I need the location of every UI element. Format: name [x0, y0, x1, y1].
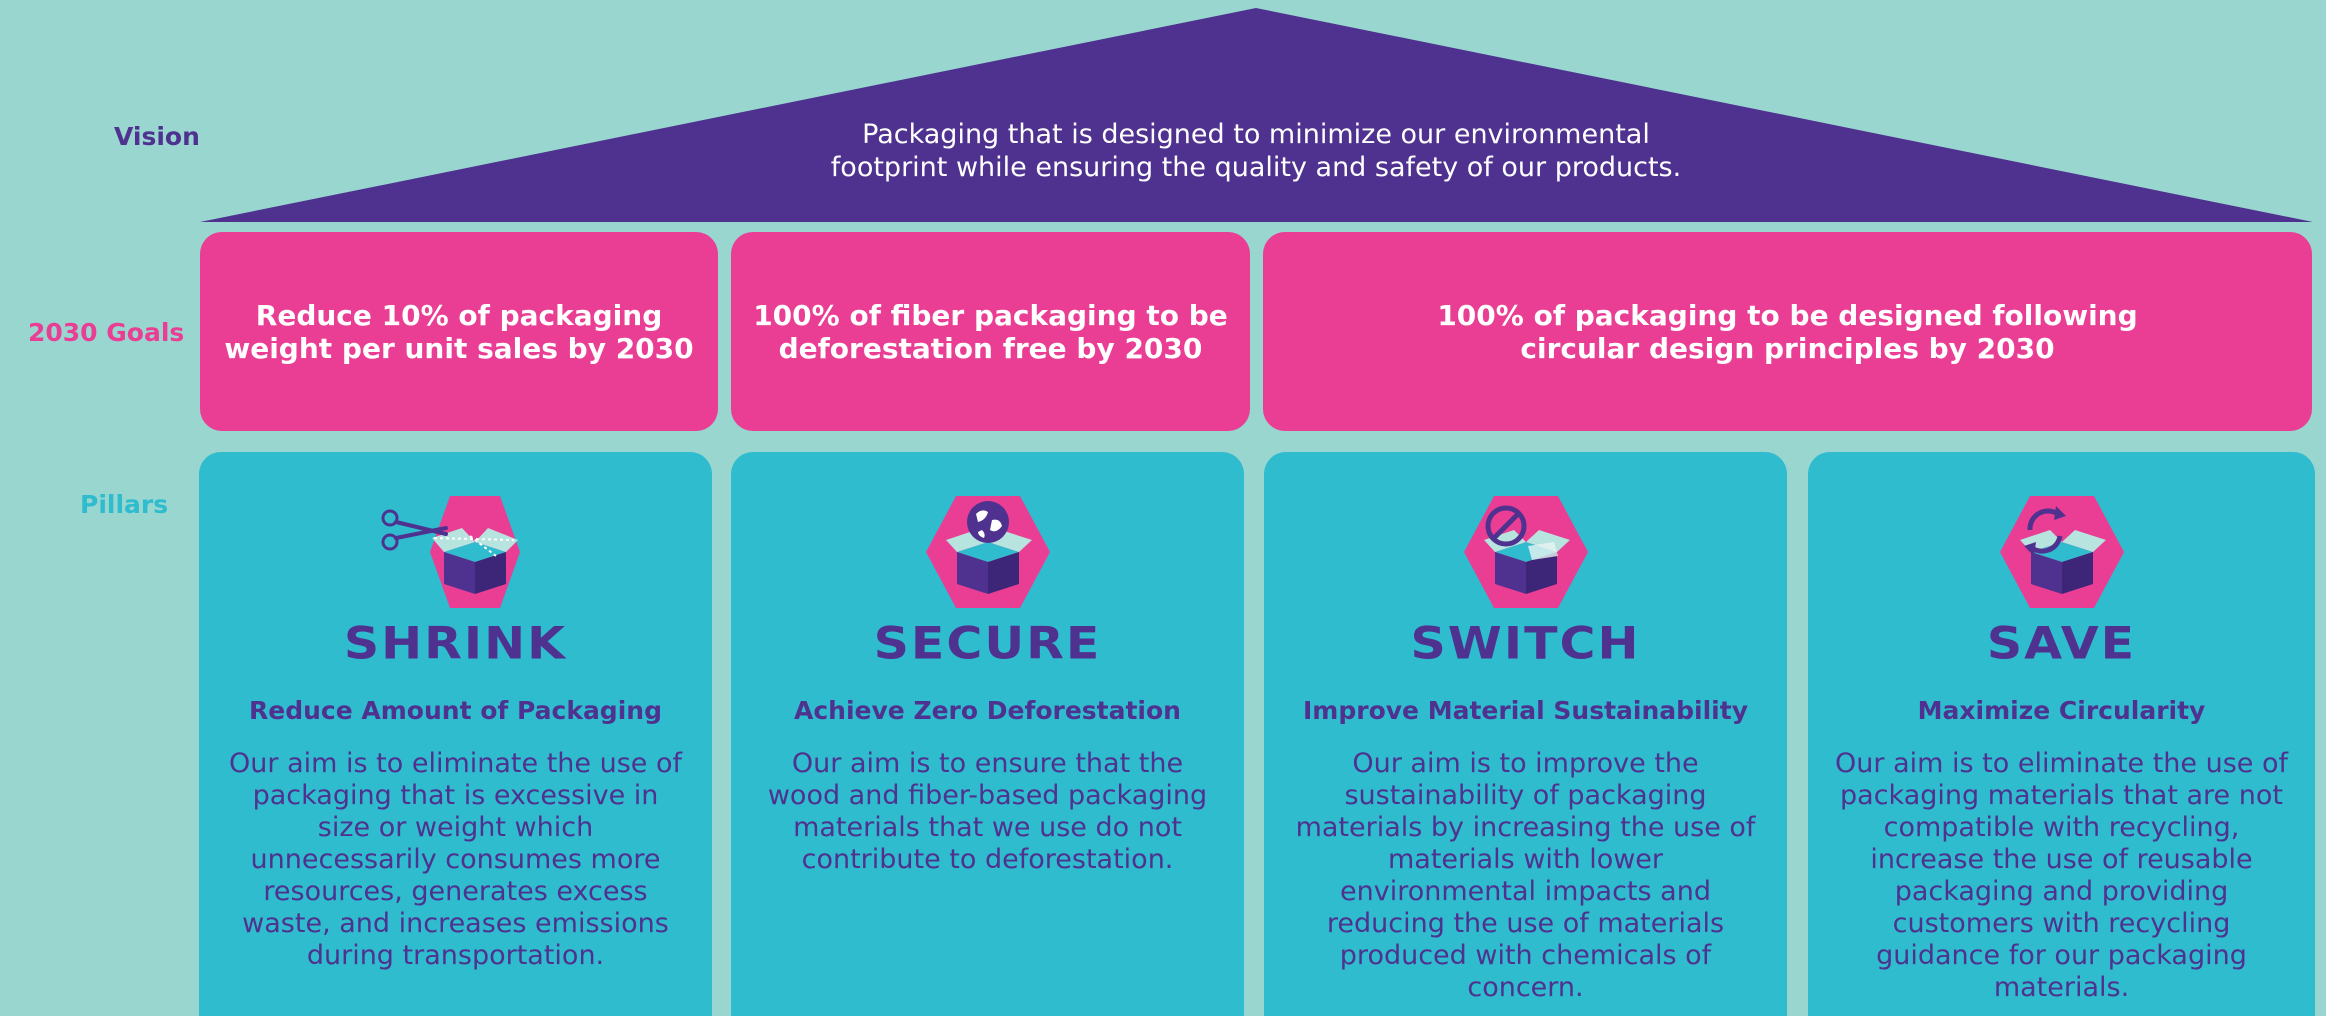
pillar-title: SWITCH: [1410, 617, 1641, 670]
pillar-description: Our aim is to ensure that the wood and f…: [753, 748, 1222, 876]
pillar-description-line: during transportation.: [306, 940, 605, 971]
pillar-description-line: materials with lower: [1387, 844, 1664, 875]
goal-line: 100% of fiber packaging to be: [753, 298, 1228, 332]
pillar-description-line: materials that we use do not: [793, 812, 1182, 843]
pillar-subtitle: Reduce Amount of Packaging: [249, 696, 662, 725]
goals-row-label: 2030 Goals: [28, 318, 185, 347]
pillar-description-line: environmental impacts and: [1340, 876, 1711, 907]
pillar-description-line: Our aim is to improve the: [1352, 748, 1699, 779]
pillar-description-line: sustainability of packaging: [1344, 780, 1707, 811]
pillar-description-line: concern.: [1467, 972, 1584, 1003]
pillar-description-line: size or weight which: [317, 812, 594, 843]
pillar-description-line: materials by increasing the use of: [1295, 812, 1756, 843]
pillar-description: Our aim is to eliminate the use of packa…: [1830, 748, 2293, 1004]
vision-roof: [200, 8, 2313, 222]
box-scissors-icon: [381, 496, 520, 608]
pillar-description-line: packaging that is excessive in: [252, 780, 659, 811]
goal-line: circular design principles by 2030: [1520, 331, 2055, 365]
pillar-title: SAVE: [1986, 617, 2137, 670]
pillar-description: Our aim is to improve the sustainability…: [1286, 748, 1765, 1004]
goal-line: Reduce 10% of packaging: [255, 298, 663, 332]
pillar-card-secure: SECURE Achieve Zero Deforestation Our ai…: [731, 452, 1244, 1016]
pillar-description-line: waste, and increases emissions: [242, 908, 669, 939]
pillar-description-line: Our aim is to eliminate the use of: [1835, 748, 2288, 779]
pillar-card-save: SAVE Maximize Circularity Our aim is to …: [1808, 452, 2315, 1016]
pillar-card-switch: SWITCH Improve Material Sustainability O…: [1264, 452, 1787, 1016]
pillar-description-line: increase the use of reusable: [1870, 844, 2253, 875]
pillar-title: SECURE: [873, 617, 1102, 670]
box-globe-icon: [925, 496, 1050, 608]
goal-line: deforestation free by 2030: [778, 331, 1203, 365]
pillar-description: Our aim is to eliminate the use of packa…: [221, 748, 690, 972]
pillar-description-line: produced with chemicals of: [1339, 940, 1712, 971]
pillar-description-line: reducing the use of materials: [1326, 908, 1725, 939]
goal-card-circular-design: 100% of packaging to be designed followi…: [1263, 232, 2312, 431]
vision-line: Packaging that is designed to minimize o…: [862, 119, 1650, 150]
pillar-subtitle: Achieve Zero Deforestation: [794, 696, 1181, 725]
pillar-description-line: guidance for our packaging: [1876, 940, 2247, 971]
goal-card-packaging-weight: Reduce 10% of packaging weight per unit …: [200, 232, 718, 431]
pillar-description-line: resources, generates excess: [263, 876, 648, 907]
box-prohibited-icon: [1463, 496, 1588, 608]
goal-line: weight per unit sales by 2030: [224, 331, 694, 365]
pillar-subtitle: Maximize Circularity: [1917, 696, 2206, 725]
pillar-description-line: customers with recycling: [1892, 908, 2231, 939]
vision-line: footprint while ensuring the quality and…: [830, 152, 1682, 183]
pillar-subtitle: Improve Material Sustainability: [1303, 696, 1748, 725]
pillar-title: SHRINK: [343, 617, 568, 670]
pillar-card-shrink: SHRINK Reduce Amount of Packaging Our ai…: [199, 452, 712, 1016]
vision-statement: Packaging that is designed to minimize o…: [700, 118, 1812, 184]
pillar-description-line: materials.: [1993, 972, 2130, 1003]
vision-row-label: Vision: [114, 122, 200, 151]
box-recycle-icon: [1999, 496, 2124, 608]
pillar-description-line: packaging and providing: [1894, 876, 2229, 907]
pillar-description-line: unnecessarily consumes more: [250, 844, 661, 875]
pillar-description-line: compatible with recycling,: [1883, 812, 2240, 843]
pillar-description-line: packaging materials that are not: [1840, 780, 2283, 811]
pillar-description-line: wood and fiber-based packaging: [767, 780, 1208, 811]
pillar-description-line: contribute to deforestation.: [801, 844, 1174, 875]
pillar-description-line: Our aim is to eliminate the use of: [229, 748, 682, 779]
pillars-row-label: Pillars: [80, 490, 169, 519]
goal-card-deforestation-free: 100% of fiber packaging to be deforestat…: [731, 232, 1250, 431]
pillar-description-line: Our aim is to ensure that the: [791, 748, 1184, 779]
goal-line: 100% of packaging to be designed followi…: [1437, 298, 2138, 332]
